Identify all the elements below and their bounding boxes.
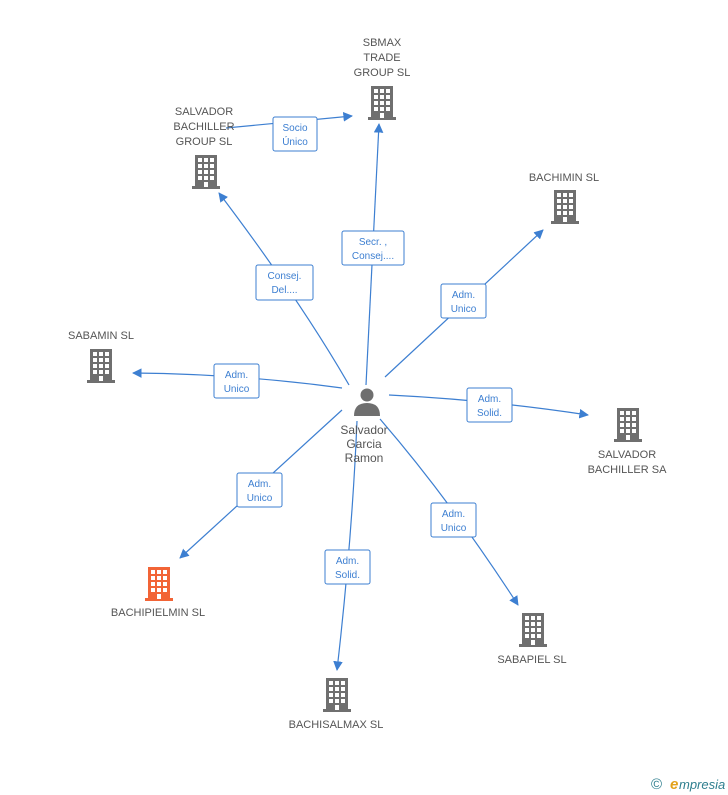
- edge-label-box[interactable]: [255, 264, 314, 301]
- company-node-bachimin[interactable]: BACHIMIN SL: [529, 172, 599, 224]
- company-name: SBMAX: [363, 37, 402, 49]
- edge-label-text: Unico: [247, 493, 273, 504]
- edge-label-text: Solid.: [477, 408, 502, 419]
- edge-label-text: Del....: [271, 285, 297, 296]
- company-node-salvador-bachiller-group[interactable]: SALVADOR BACHILLER GROUP SL: [173, 106, 235, 189]
- building-icon: [192, 155, 220, 189]
- edge-label-text: Adm.: [336, 556, 359, 567]
- edge-label-text: Adm.: [452, 290, 475, 301]
- relation-edge: Adm. Solid.: [324, 420, 371, 671]
- edge-label-text: Único: [282, 135, 308, 148]
- edge-label-box[interactable]: [466, 387, 513, 423]
- edge-label-text: Unico: [441, 523, 467, 534]
- relation-edge: Adm. Unico: [379, 418, 519, 606]
- edge-label-box[interactable]: [324, 549, 371, 585]
- edge-label-text: Adm.: [248, 479, 271, 490]
- company-name: SABAPIEL SL: [497, 654, 566, 666]
- company-node-bachisalmax[interactable]: BACHISALMAX SL: [289, 678, 384, 731]
- edge-label-box[interactable]: [440, 283, 487, 319]
- edge-label-text: Adm.: [225, 370, 248, 381]
- company-name: BACHILLER: [173, 121, 234, 133]
- brand-name: mpresia: [679, 777, 725, 792]
- footer-brand: © e mpresia: [651, 776, 725, 793]
- building-icon: [323, 678, 351, 712]
- building-icon: [551, 190, 579, 224]
- relation-edge: Adm. Unico: [179, 409, 343, 559]
- nodes-layer: SBMAX TRADE GROUP SL SALVADOR BACHILLER GROUP…: [68, 37, 667, 731]
- relation-edge: Adm. Solid.: [388, 387, 589, 423]
- company-name: BACHIMIN SL: [529, 172, 599, 184]
- company-name: SALVADOR: [598, 449, 656, 461]
- person-name: Garcia: [346, 437, 382, 451]
- company-node-salvador-bachiller-sa[interactable]: SALVADOR BACHILLER SA: [588, 408, 668, 476]
- person-name: Ramon: [345, 451, 384, 465]
- building-icon: [145, 567, 173, 601]
- company-node-sabamin[interactable]: SABAMIN SL: [68, 330, 134, 383]
- company-node-sbmax[interactable]: SBMAX TRADE GROUP SL: [354, 37, 411, 120]
- edge-label-text: Consej....: [352, 251, 394, 262]
- edge-label-box[interactable]: [272, 116, 318, 152]
- edge-label-text: Solid.: [335, 570, 360, 581]
- building-icon: [87, 349, 115, 383]
- company-name: GROUP SL: [176, 136, 233, 148]
- company-name: BACHILLER SA: [588, 464, 668, 476]
- edge-label-text: Unico: [451, 304, 477, 315]
- edge-label-box[interactable]: [236, 472, 283, 508]
- relation-edge: Adm. Unico: [384, 229, 544, 378]
- company-node-sabapiel[interactable]: SABAPIEL SL: [497, 613, 567, 666]
- company-name: BACHIPIELMIN SL: [111, 607, 205, 619]
- edge-label-box[interactable]: [430, 502, 477, 538]
- edge-label-text: Secr. ,: [359, 237, 387, 248]
- company-node-bachipielmin[interactable]: BACHIPIELMIN SL: [111, 567, 205, 619]
- edge-label-text: Consej.: [268, 271, 302, 282]
- edge-label-box[interactable]: [341, 230, 405, 266]
- company-name: BACHISALMAX SL: [289, 719, 384, 731]
- building-icon: [519, 613, 547, 647]
- company-name: TRADE: [363, 52, 400, 64]
- copyright-icon: ©: [651, 776, 662, 793]
- relation-edge: Consej. Del....: [218, 192, 350, 386]
- edge-label-text: Unico: [224, 384, 250, 395]
- edge-label-text: Socio: [282, 123, 307, 134]
- person-icon: [354, 388, 380, 416]
- company-name: GROUP SL: [354, 67, 411, 79]
- person-name: Salvador: [340, 423, 387, 437]
- edge-label-box[interactable]: [213, 363, 260, 399]
- edge-label-text: Adm.: [478, 394, 501, 405]
- company-name: SALVADOR: [175, 106, 233, 118]
- relation-edge: Adm. Unico: [132, 363, 343, 399]
- building-icon: [368, 86, 396, 120]
- relation-edge: Secr. , Consej....: [341, 123, 405, 386]
- building-icon: [614, 408, 642, 442]
- brand-initial: e: [670, 776, 678, 793]
- edge-label-text: Adm.: [442, 509, 465, 520]
- edge-arrow: [333, 420, 358, 671]
- company-name: SABAMIN SL: [68, 330, 134, 342]
